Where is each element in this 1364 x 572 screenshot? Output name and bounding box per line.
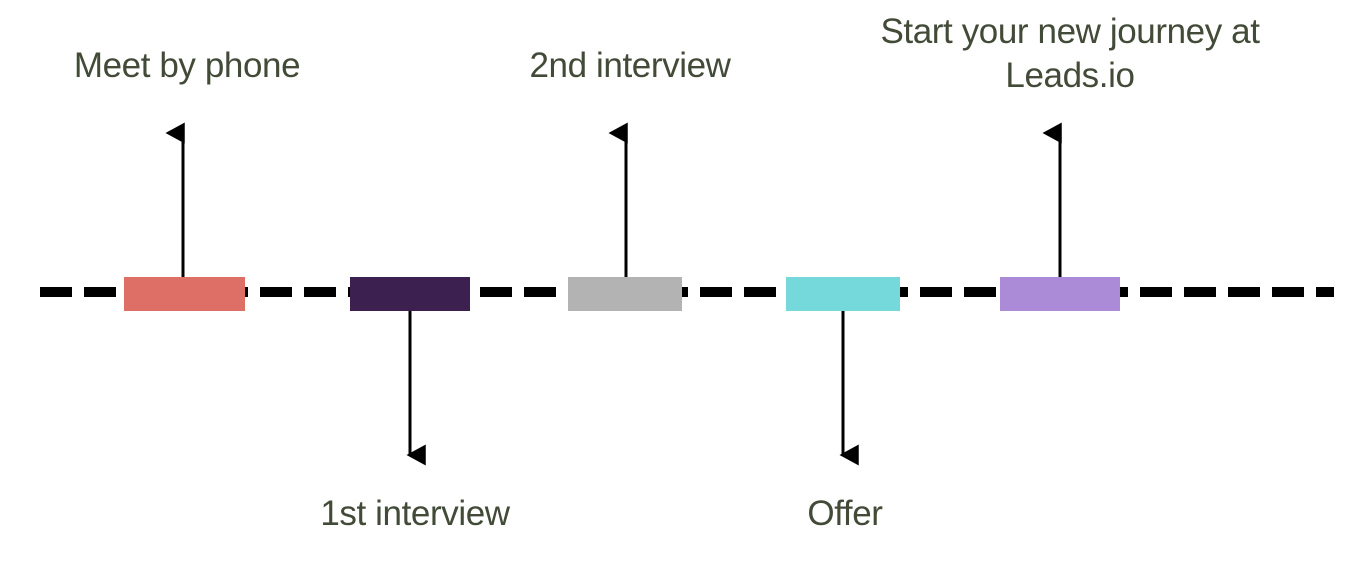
milestone-label-offer: Offer: [807, 494, 883, 533]
milestone-bar-first-interview[interactable]: [350, 277, 470, 311]
milestone-bar-second-interview[interactable]: [568, 277, 682, 311]
milestone-connector-arrows: [165, 122, 1062, 466]
milestone-label-second-interview: 2nd interview: [529, 46, 731, 85]
milestone-bars: [124, 277, 1120, 311]
milestone-label-start-journey: Start your new journey at Leads.io: [880, 12, 1260, 95]
milestone-label-first-interview: 1st interview: [320, 494, 510, 533]
milestone-bar-meet-by-phone[interactable]: [124, 277, 245, 311]
milestone-bar-start-journey[interactable]: [1000, 277, 1120, 311]
milestone-bar-offer[interactable]: [786, 277, 900, 311]
milestone-label-meet-by-phone: Meet by phone: [73, 46, 301, 85]
